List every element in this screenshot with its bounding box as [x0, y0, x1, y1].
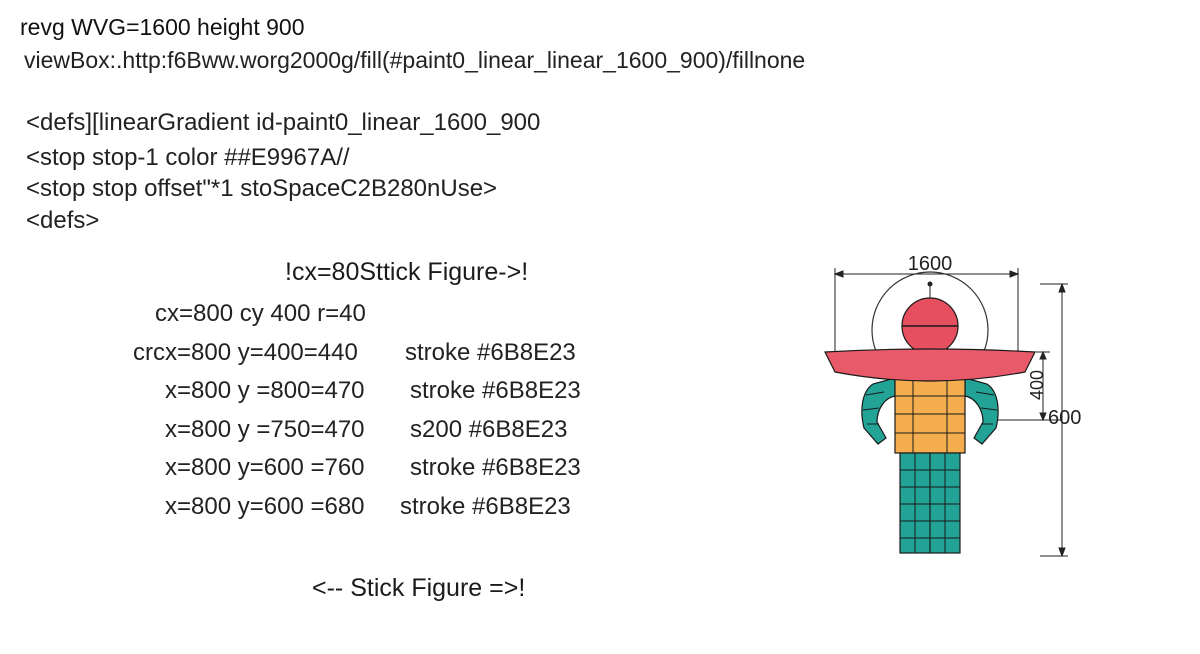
- defs-line-2: <stop stop-1 color ##E9967A//: [26, 144, 350, 171]
- comment-top: !cx=80Sttick Figure->!: [285, 258, 529, 286]
- attr-row-1: cx=800 cy 400 r=40: [155, 300, 366, 327]
- dim-width-label: 1600: [908, 253, 953, 275]
- stroke-row-2: stroke #6B8E23: [405, 339, 576, 366]
- stick-figure-diagram: 1600 400 600: [824, 253, 1081, 558]
- stroke-row-6: stroke #6B8E23: [400, 493, 571, 520]
- stroke-row-4: s200 #6B8E23: [410, 416, 568, 443]
- defs-line-4: <defs>: [26, 207, 100, 234]
- viewbox-line: viewBox:.http:f6Bww.worg2000g/fill(#pain…: [24, 47, 806, 73]
- attr-row-6: x=800 y=600 =680: [165, 493, 365, 520]
- dimension-height: [985, 282, 1068, 558]
- attr-row-5: x=800 y=600 =760: [165, 454, 365, 481]
- dimension-width: [833, 268, 1020, 352]
- stroke-row-3: stroke #6B8E23: [410, 377, 581, 404]
- comment-bottom: <-- Stick Figure =>!: [312, 574, 526, 602]
- attr-row-3: x=800 y =800=470: [165, 377, 365, 404]
- attr-row-2: crcx=800 y=400=440: [133, 339, 358, 366]
- defs-line-1: <defs][linearGradient id-paint0_linear_1…: [26, 109, 541, 136]
- legs: [899, 452, 961, 554]
- head: [901, 297, 959, 355]
- left-arm: [861, 377, 896, 445]
- right-arm: [964, 377, 999, 445]
- cape-band: [824, 348, 1036, 382]
- svg-header-line: revg WVG=1600 height 900: [20, 14, 305, 40]
- stroke-row-5: stroke #6B8E23: [410, 454, 581, 481]
- defs-line-3: <stop stop offset"*1 stoSpaceC2B280nUse>: [26, 175, 498, 202]
- head-top: [901, 297, 959, 327]
- attr-row-4: x=800 y =750=470: [165, 416, 365, 443]
- torso: [894, 374, 966, 454]
- top-node: [927, 281, 933, 287]
- dim-mid-label: 400: [1027, 370, 1047, 400]
- dim-height-label: 600: [1048, 407, 1081, 429]
